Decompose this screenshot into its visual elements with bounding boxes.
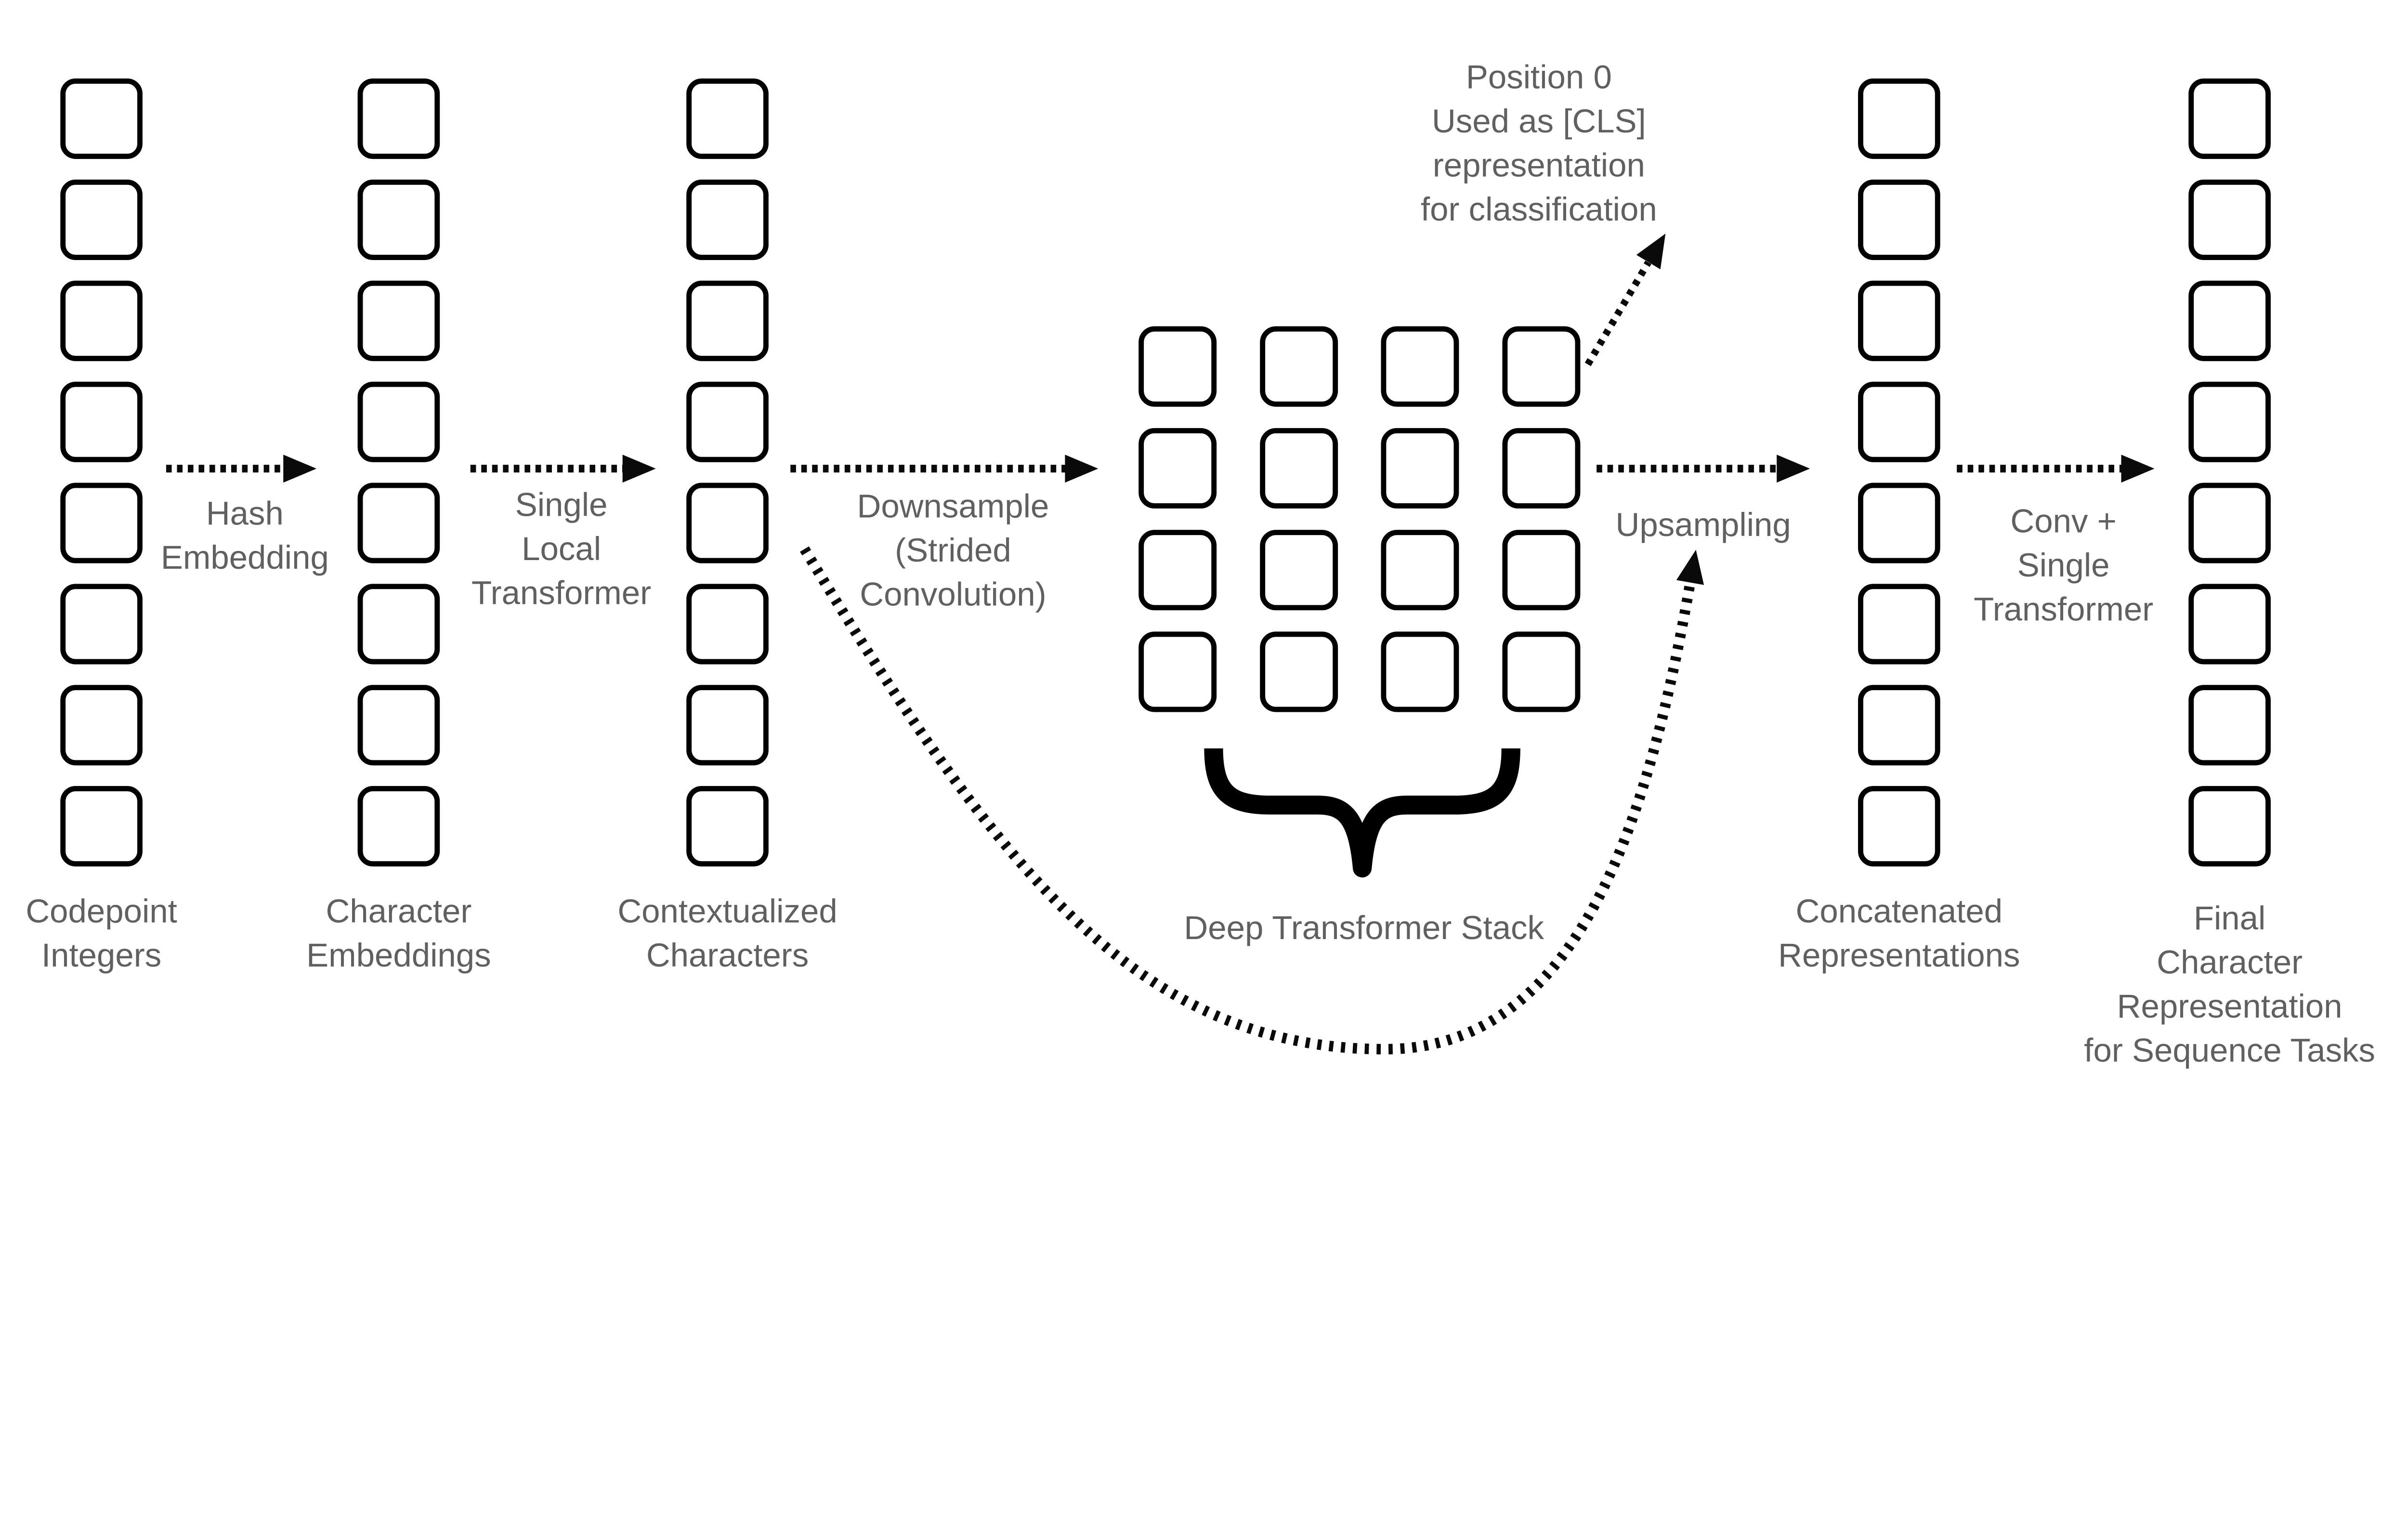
token-box: [1858, 584, 1940, 665]
token-box: [1260, 631, 1338, 712]
column-character-embeddings: [357, 78, 440, 867]
token-box: [357, 78, 440, 159]
token-box: [60, 584, 143, 665]
token-box: [1858, 179, 1940, 260]
grid-deep-transformer-stack: [1139, 326, 1581, 712]
column-concatenated-representations: [1858, 78, 1940, 867]
grid-label-deep-transformer-stack: Deep Transformer Stack: [1184, 909, 1544, 946]
token-box: [1502, 326, 1581, 407]
token-box: [1858, 786, 1940, 867]
token-box: [2188, 280, 2271, 361]
token-box: [2188, 786, 2271, 867]
token-box: [686, 381, 769, 462]
single-local-transformer-arrow: [470, 455, 656, 483]
token-box: [1260, 428, 1338, 509]
arrowhead-icon: [622, 455, 656, 483]
token-box: [357, 179, 440, 260]
token-box: [686, 483, 769, 563]
token-box: [60, 381, 143, 462]
token-boxes-layer: [60, 78, 2271, 867]
token-box: [1381, 428, 1459, 509]
arrowhead-icon: [1065, 455, 1099, 483]
arrows-layer: [166, 234, 2155, 1055]
token-box: [60, 280, 143, 361]
column-codepoint-integers: [60, 78, 143, 867]
token-box: [357, 483, 440, 563]
arrowhead-icon: [283, 455, 317, 483]
token-box: [1139, 428, 1217, 509]
token-box: [357, 584, 440, 665]
token-box: [1139, 326, 1217, 407]
conv-single-transformer-arrow: [1957, 455, 2155, 483]
token-box: [1260, 530, 1338, 611]
token-box: [2188, 483, 2271, 563]
token-box: [60, 78, 143, 159]
token-box: [1858, 483, 1940, 563]
token-box: [357, 786, 440, 867]
column-final-character-representation: [2188, 78, 2271, 867]
token-box: [1858, 381, 1940, 462]
token-box: [2188, 78, 2271, 159]
token-box: [1502, 530, 1581, 611]
token-box: [1858, 685, 1940, 766]
token-box: [1381, 326, 1459, 407]
column-contextualized-characters: [686, 78, 769, 867]
token-box: [357, 685, 440, 766]
arrowhead-icon: [1777, 455, 1810, 483]
hash-embedding-arrow: [166, 455, 317, 483]
token-box: [2188, 584, 2271, 665]
token-box: [2188, 685, 2271, 766]
token-box: [1381, 530, 1459, 611]
token-box: [1139, 530, 1217, 611]
token-box: [686, 280, 769, 361]
dotted-line: [1584, 260, 1651, 366]
token-box: [686, 786, 769, 867]
token-box: [1858, 280, 1940, 361]
arrowhead-icon: [1636, 234, 1666, 270]
brace-layer: [1204, 748, 1520, 878]
arrowhead-icon: [1676, 549, 1704, 585]
underbrace-icon: [1204, 748, 1520, 878]
arrowhead-icon: [2121, 455, 2155, 483]
token-box: [60, 179, 143, 260]
token-box: [1139, 631, 1217, 712]
token-box: [357, 381, 440, 462]
token-box: [1502, 428, 1581, 509]
token-box: [1260, 326, 1338, 407]
downsample-arrow: [790, 455, 1099, 483]
token-box: [357, 280, 440, 361]
token-box: [60, 685, 143, 766]
skip-connection-arc: [799, 546, 1704, 1055]
token-box: [60, 483, 143, 563]
process-label-upsampling: Upsampling: [1616, 506, 1791, 543]
token-box: [1381, 631, 1459, 712]
token-box: [1858, 78, 1940, 159]
token-box: [686, 78, 769, 159]
cls-position-arrow: [1584, 234, 1666, 366]
token-box: [686, 584, 769, 665]
token-box: [686, 179, 769, 260]
token-box: [2188, 381, 2271, 462]
upsampling-arrow: [1597, 455, 1810, 483]
token-box: [2188, 179, 2271, 260]
token-box: [1502, 631, 1581, 712]
token-box: [686, 685, 769, 766]
token-box: [60, 786, 143, 867]
